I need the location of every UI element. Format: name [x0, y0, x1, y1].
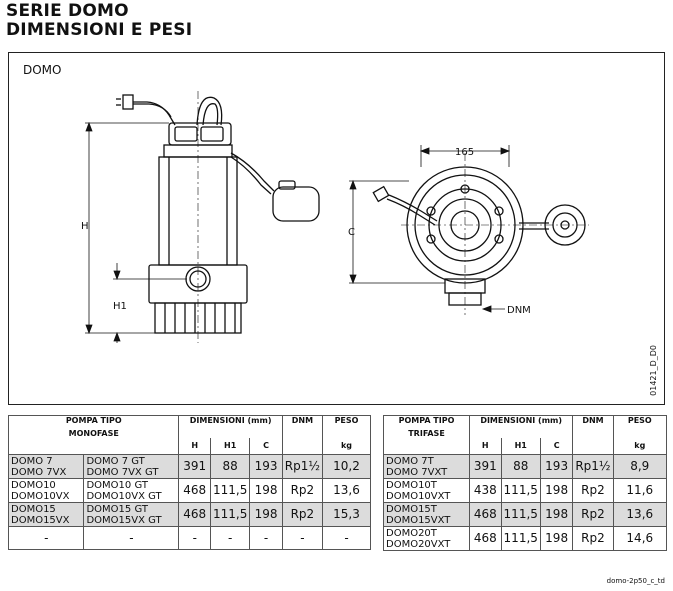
header-pompa-blank [383, 438, 470, 455]
header-h: H [469, 438, 502, 455]
header-dimensioni: DIMENSIONI (mm) [468, 415, 574, 438]
header-dnm-blank [572, 438, 614, 455]
dimension-h [85, 121, 187, 343]
label-165: 165 [455, 147, 474, 158]
header-h1: H1 [500, 438, 541, 455]
pump-top-view [372, 166, 586, 306]
title-line-1: SERIE DOMO [6, 1, 129, 21]
dimension-dnm [481, 305, 505, 313]
table-row: - - - - - - - [7, 525, 371, 550]
header-h1: H1 [209, 438, 251, 455]
header-c: C [249, 438, 283, 455]
footer-code: domo-2p50_c_td [606, 577, 665, 585]
dimension-c [349, 179, 445, 285]
label-h: H [81, 221, 89, 232]
header-pompa-blank [7, 438, 180, 455]
header-kg: kg [322, 438, 371, 455]
title-line-2: DIMENSIONI E PESI [6, 20, 193, 40]
label-h1: H1 [113, 301, 127, 312]
header-dimensioni: DIMENSIONI (mm) [178, 415, 283, 438]
label-c: C [348, 227, 355, 238]
plug-icon [122, 94, 134, 110]
header-dnm: DNM [281, 415, 324, 438]
header-peso: PESO [322, 415, 371, 438]
dimension-165 [419, 145, 511, 167]
page-title: SERIE DOMO DIMENSIONI E PESI [6, 2, 192, 40]
header-dnm-blank [281, 438, 324, 455]
drawing-code: 01421_D_D0 [649, 345, 658, 396]
label-dnm: DNM [507, 305, 531, 316]
technical-drawing-frame: H H1 [8, 52, 665, 405]
header-kg: kg [612, 438, 668, 455]
header-dnm: DNM [572, 415, 614, 438]
pump-side-view [116, 94, 320, 334]
header-peso: PESO [612, 415, 668, 438]
plug-top-icon [372, 185, 390, 203]
header-h: H [178, 438, 211, 455]
header-c: C [539, 438, 574, 455]
technical-drawing: H H1 [81, 91, 589, 343]
drawing-label: DOMO [23, 63, 62, 77]
